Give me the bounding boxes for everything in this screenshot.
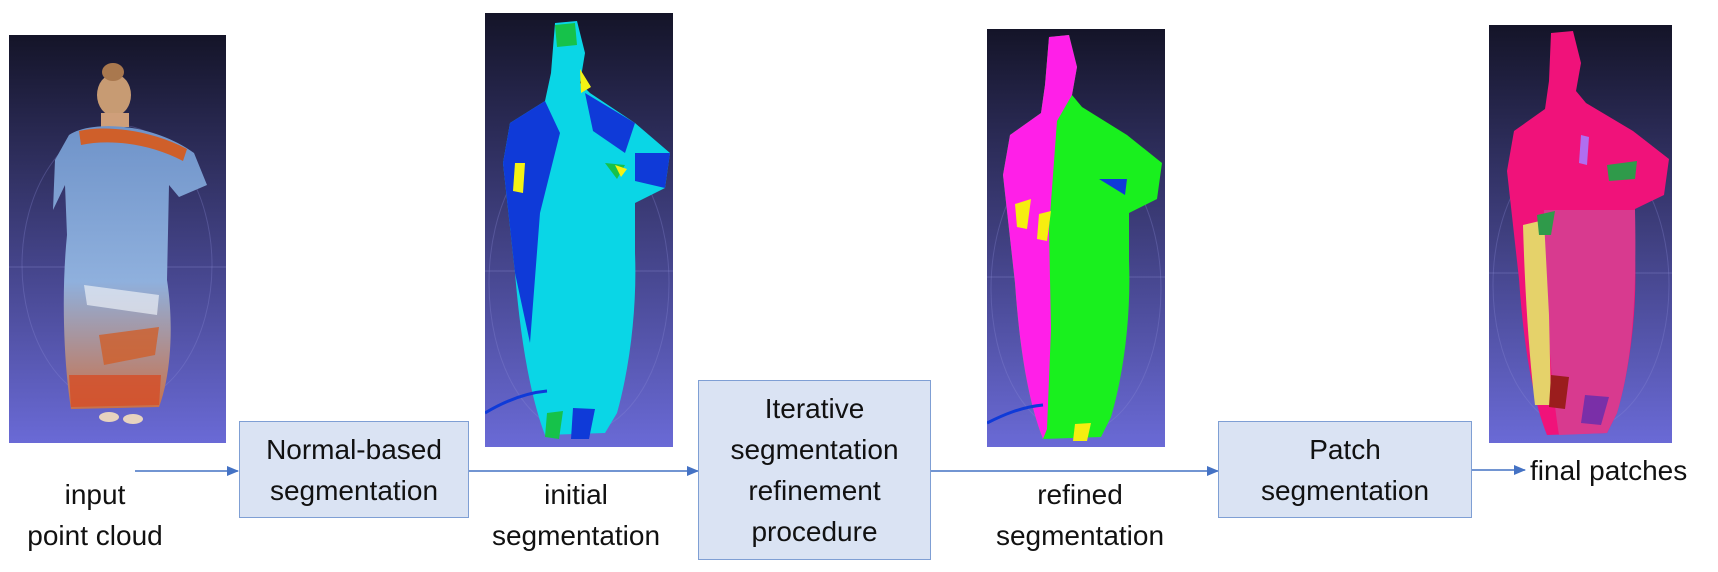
refined-segmentation-image [987,29,1165,447]
initial-segmentation-image [485,13,673,447]
iterative-refinement-text: Iterative segmentation refinement proced… [730,393,899,547]
final-patches-image [1489,25,1672,443]
input-point-cloud-label: input point cloud [27,479,163,551]
normal-based-segmentation-text: Normal-based segmentation [266,433,442,506]
refined-segmentation-label: refined segmentation [995,479,1165,551]
iterative-refinement-box: Iterative segmentation refinement proced… [698,380,931,560]
patch-segmentation-text: Patch segmentation [1260,433,1430,506]
input-point-cloud-image [9,35,226,443]
final-patches-label: final patches [1530,455,1688,486]
patch-segmentation-box: Patch segmentation [1218,421,1472,518]
normal-based-segmentation-box: Normal-based segmentation [239,421,469,518]
initial-segmentation-label: initial segmentation [491,479,661,551]
